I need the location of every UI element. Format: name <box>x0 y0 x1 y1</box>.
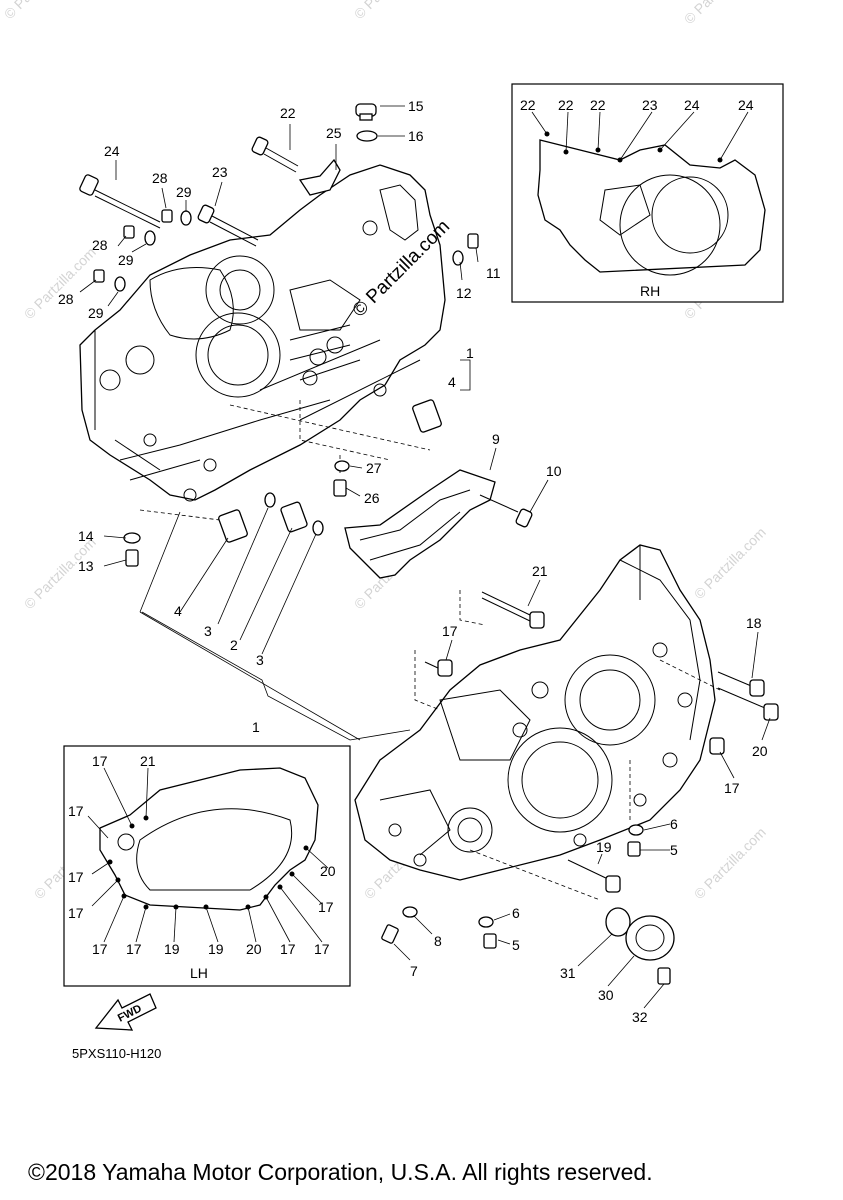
bolt-23 <box>197 204 259 247</box>
callout-28-top: 28 <box>152 170 168 186</box>
callout-13: 13 <box>78 558 94 574</box>
callout-5-lower: 5 <box>512 937 520 953</box>
lh-label-17-left-b: 17 <box>68 869 84 885</box>
watermark-tile: © Partzilla.com <box>681 0 759 27</box>
lh-label-19-b: 19 <box>208 941 224 957</box>
callout-28-low: 28 <box>58 291 74 307</box>
copyright-notice: ©2018 Yamaha Motor Corporation, U.S.A. A… <box>28 1159 653 1185</box>
lh-label-17-bottom-a: 17 <box>92 941 108 957</box>
callout-8: 8 <box>434 933 442 949</box>
callout-6-right: 6 <box>670 816 678 832</box>
callout-29-top: 29 <box>176 184 192 200</box>
bolt-22 <box>251 136 299 173</box>
lh-label-17-right: 17 <box>318 899 334 915</box>
lh-label-17-left-a: 17 <box>68 803 84 819</box>
callout-17-right: 17 <box>724 780 740 796</box>
lh-inset-title: LH <box>190 965 208 981</box>
callout-29-low: 29 <box>88 305 104 321</box>
callout-numbers: 15 16 22 25 24 28 29 23 28 29 28 29 11 1… <box>58 98 768 1025</box>
callout-27: 27 <box>366 460 382 476</box>
callout-28-mid: 28 <box>92 237 108 253</box>
lh-label-17-top: 17 <box>92 753 108 769</box>
callout-1-lower: 1 <box>252 719 260 735</box>
guide-plate-9 <box>344 469 496 579</box>
callout-5-right: 5 <box>670 842 678 858</box>
left-crankcase-half <box>79 164 446 502</box>
fwd-arrow-icon: FWD <box>94 993 157 1031</box>
watermark-tile: © Partzilla.com <box>691 524 769 602</box>
callout-10: 10 <box>546 463 562 479</box>
callout-3-left: 3 <box>204 623 212 639</box>
bolt-24 <box>79 174 161 229</box>
callout-24: 24 <box>104 143 120 159</box>
plug-15 <box>355 103 377 121</box>
lh-inset: 17 21 17 17 17 17 17 19 19 20 17 17 20 1… <box>63 745 351 987</box>
callout-16: 16 <box>408 128 424 144</box>
lh-label-20-right: 20 <box>320 863 336 879</box>
diagram-code: 5PXS110-H120 <box>72 1046 161 1061</box>
lh-label-17-bottom-b: 17 <box>126 941 142 957</box>
callout-18: 18 <box>746 615 762 631</box>
callout-31: 31 <box>560 965 576 981</box>
lh-label-17-bottom-d: 17 <box>314 941 330 957</box>
watermark-tile: © Partzilla.com <box>691 824 769 902</box>
rh-inset-title: RH <box>640 283 660 299</box>
rh-label-24a: 24 <box>684 97 700 113</box>
callout-20: 20 <box>752 743 768 759</box>
lh-label-19-a: 19 <box>164 941 180 957</box>
rh-inset: 22 22 22 23 24 24 RH <box>511 83 784 303</box>
callout-30: 30 <box>598 987 614 1003</box>
lh-label-21: 21 <box>140 753 156 769</box>
callout-4-lower: 4 <box>174 603 182 619</box>
callout-9: 9 <box>492 431 500 447</box>
rh-label-24b: 24 <box>738 97 754 113</box>
lh-label-17-left-c: 17 <box>68 905 84 921</box>
callout-17-mid: 17 <box>442 623 458 639</box>
fasteners <box>79 103 779 985</box>
callout-4-upper: 4 <box>448 374 456 390</box>
callout-1-upper: 1 <box>466 345 474 361</box>
rh-label-22c: 22 <box>590 97 606 113</box>
rh-label-22a: 22 <box>520 97 536 113</box>
callout-19: 19 <box>596 839 612 855</box>
lh-label-20-bottom: 20 <box>246 941 262 957</box>
alignment-dashes-lower <box>414 590 721 901</box>
callout-22: 22 <box>280 105 296 121</box>
callout-11: 11 <box>486 265 501 281</box>
callout-26: 26 <box>364 490 380 506</box>
callout-25: 25 <box>326 125 342 141</box>
rh-label-23: 23 <box>642 97 658 113</box>
right-crankcase-half <box>354 544 716 881</box>
callout-32: 32 <box>632 1009 648 1025</box>
callout-21: 21 <box>532 563 548 579</box>
rh-label-22b: 22 <box>558 97 574 113</box>
cover-30 <box>625 915 675 961</box>
callout-7: 7 <box>410 963 418 979</box>
callout-14: 14 <box>78 528 94 544</box>
callout-2: 2 <box>230 637 238 653</box>
callout-29-mid: 29 <box>118 252 134 268</box>
callout-3-right: 3 <box>256 652 264 668</box>
callout-12: 12 <box>456 285 472 301</box>
lh-label-17-bottom-c: 17 <box>280 941 296 957</box>
callout-23: 23 <box>212 164 228 180</box>
callout-15: 15 <box>408 98 424 114</box>
watermark-tile: © Partzilla.com <box>351 0 429 22</box>
callout-6-lower: 6 <box>512 905 520 921</box>
watermark-tile: © Partzilla.com <box>1 0 79 22</box>
leader-lines <box>79 105 771 1009</box>
